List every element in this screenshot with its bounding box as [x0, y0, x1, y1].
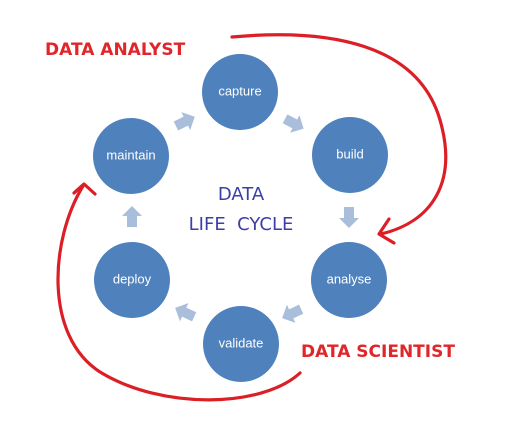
data-analyst-label: DATA ANALYST	[45, 40, 186, 60]
stage-capture-label: capture	[218, 83, 261, 98]
stage-deploy-label: deploy	[113, 271, 152, 286]
arrow-build-to-analyse	[339, 207, 359, 228]
data-analyst-arc	[230, 33, 448, 236]
stage-capture: capture	[202, 54, 278, 130]
center-title-line1: DATA	[218, 184, 265, 205]
arrow-deploy-to-maintain	[122, 206, 142, 227]
data-scientist-arrowhead	[72, 182, 97, 196]
data-scientist-arc	[56, 184, 302, 402]
stage-deploy: deploy	[94, 242, 170, 318]
center-title-line2: LIFE CYCLE	[189, 214, 294, 235]
stage-maintain-label: maintain	[106, 147, 155, 162]
arrow-capture-to-build	[282, 114, 304, 133]
stage-build-label: build	[336, 146, 363, 161]
stage-validate: validate	[203, 306, 279, 382]
data-analyst-arrowhead	[377, 217, 396, 245]
arrow-analyse-to-validate	[282, 304, 304, 323]
arrow-maintain-to-capture	[173, 112, 195, 131]
stage-analyse: analyse	[311, 242, 387, 318]
stage-analyse-label: analyse	[327, 271, 372, 286]
stage-validate-label: validate	[219, 335, 264, 350]
stage-build: build	[312, 117, 388, 193]
stage-maintain: maintain	[93, 118, 169, 194]
data-scientist-label: DATA SCIENTIST	[301, 342, 455, 362]
arrow-validate-to-deploy	[175, 303, 197, 322]
